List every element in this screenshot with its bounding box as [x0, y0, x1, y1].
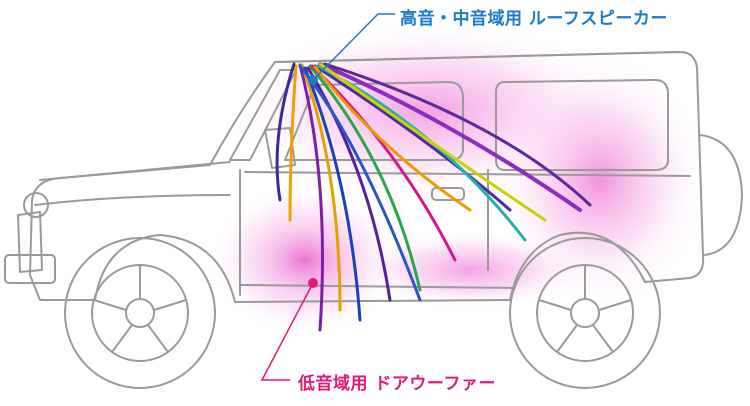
door-sound-glow — [210, 185, 400, 335]
front-bumper — [4, 254, 56, 284]
fender-line — [34, 194, 231, 206]
sound-rays — [275, 62, 592, 332]
rear-wheel — [509, 237, 661, 389]
side-mirror — [264, 127, 296, 169]
sound-ray — [318, 62, 582, 212]
sound-ray — [298, 63, 324, 332]
roof-speaker-label: 高音・中音域用 ルーフスピーカー — [400, 9, 668, 29]
front-grille — [17, 211, 43, 273]
sound-ray — [303, 66, 362, 322]
hood-line — [39, 161, 231, 181]
sound-ray — [298, 64, 422, 302]
roof-rail — [279, 51, 679, 63]
sound-ray — [308, 64, 422, 292]
wheels — [64, 237, 661, 389]
pink-dot-icon — [308, 278, 318, 288]
callouts — [260, 13, 395, 381]
sound-ray — [306, 66, 392, 302]
sound-ray — [313, 65, 472, 212]
door-handle — [431, 187, 465, 201]
sill-line — [239, 284, 516, 289]
sound-ray — [323, 62, 592, 207]
spare-tire — [699, 134, 743, 256]
headlight — [23, 192, 49, 218]
sound-ray — [300, 63, 342, 312]
rear-window — [495, 79, 669, 171]
roof-callout-line — [312, 13, 395, 81]
door-woofer-label: 低音域用 ドアウーファー — [298, 374, 496, 394]
sound-ray — [275, 62, 296, 202]
door-callout-line — [260, 282, 314, 381]
front-wheel — [64, 237, 216, 389]
sound-ray — [288, 64, 298, 222]
blue-dot-icon — [308, 75, 318, 85]
sound-ray — [313, 64, 512, 212]
sound-ray — [318, 62, 547, 222]
